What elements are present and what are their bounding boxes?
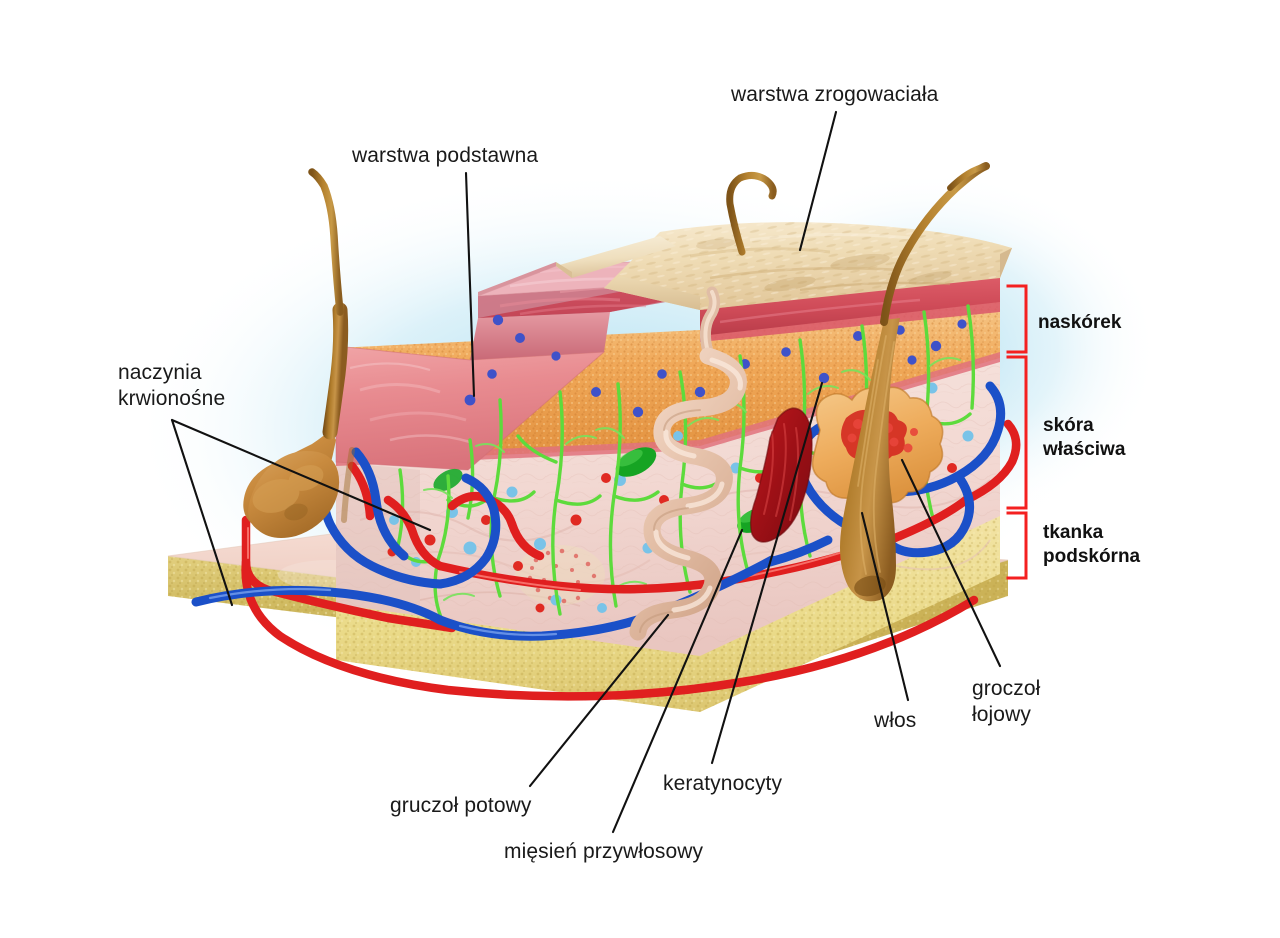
callout-label-wlos: włos — [874, 709, 917, 732]
hair-follicle-right — [840, 162, 990, 602]
callout-leader-lines — [170, 110, 1002, 834]
bracket-naskorek — [1006, 284, 1028, 354]
callout-label-miesien-przywlosowy: mięsień przywłosowy — [504, 840, 704, 863]
bracket-label-tkanka-podskorna: tkanka podskórna — [1043, 522, 1141, 568]
leader-warstwa-zrogowaciala — [798, 110, 838, 252]
melanocyte-dots — [464, 314, 967, 418]
leader-groczol-lojowy — [900, 458, 1002, 668]
leader-wlos — [860, 511, 910, 702]
callout-label-gruczol-potowy: gruczoł potowy — [390, 794, 532, 817]
bracket-label-skora-wlasciwa: skóra właściwa — [1043, 415, 1126, 461]
callout-label-keratynocyty: keratynocyty — [663, 772, 783, 795]
bracket-tkanka-podskorna — [1006, 511, 1028, 580]
callout-label-groczol-lojowy: groczoł łojowy — [972, 677, 1041, 727]
layer-brackets — [1006, 284, 1028, 580]
hair-follicle-center — [341, 447, 355, 523]
leader-miesien-przywlosowy — [611, 528, 744, 834]
bracket-skora-wlasciwa — [1006, 355, 1028, 510]
bracket-label-naskorek: naskórek — [1038, 312, 1122, 333]
leader-naczynia-b — [170, 418, 234, 607]
leader-warstwa-podstawna — [464, 171, 476, 398]
callout-label-naczynia-krwionosne: naczynia krwionośne — [118, 361, 226, 411]
callout-label-warstwa-zrogowaciala: warstwa zrogowaciała — [731, 83, 939, 106]
leader-naczynia-a — [170, 418, 432, 532]
callout-label-warstwa-podstawna: warstwa podstawna — [352, 144, 539, 167]
sweat-gland — [629, 286, 747, 641]
leader-gruczol-potowy — [528, 613, 670, 788]
arrector-pili-muscle — [749, 407, 813, 543]
leader-keratynocyty — [710, 381, 824, 765]
hair-middle — [726, 171, 777, 256]
